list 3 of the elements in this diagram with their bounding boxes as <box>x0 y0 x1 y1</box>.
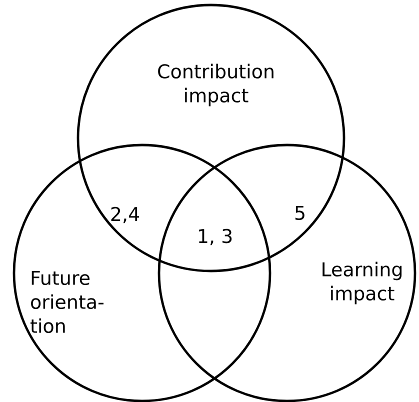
region-label: 2,4 <box>111 206 140 224</box>
region-label: 1, 3 <box>198 228 232 246</box>
region-label: 5 <box>295 206 304 220</box>
